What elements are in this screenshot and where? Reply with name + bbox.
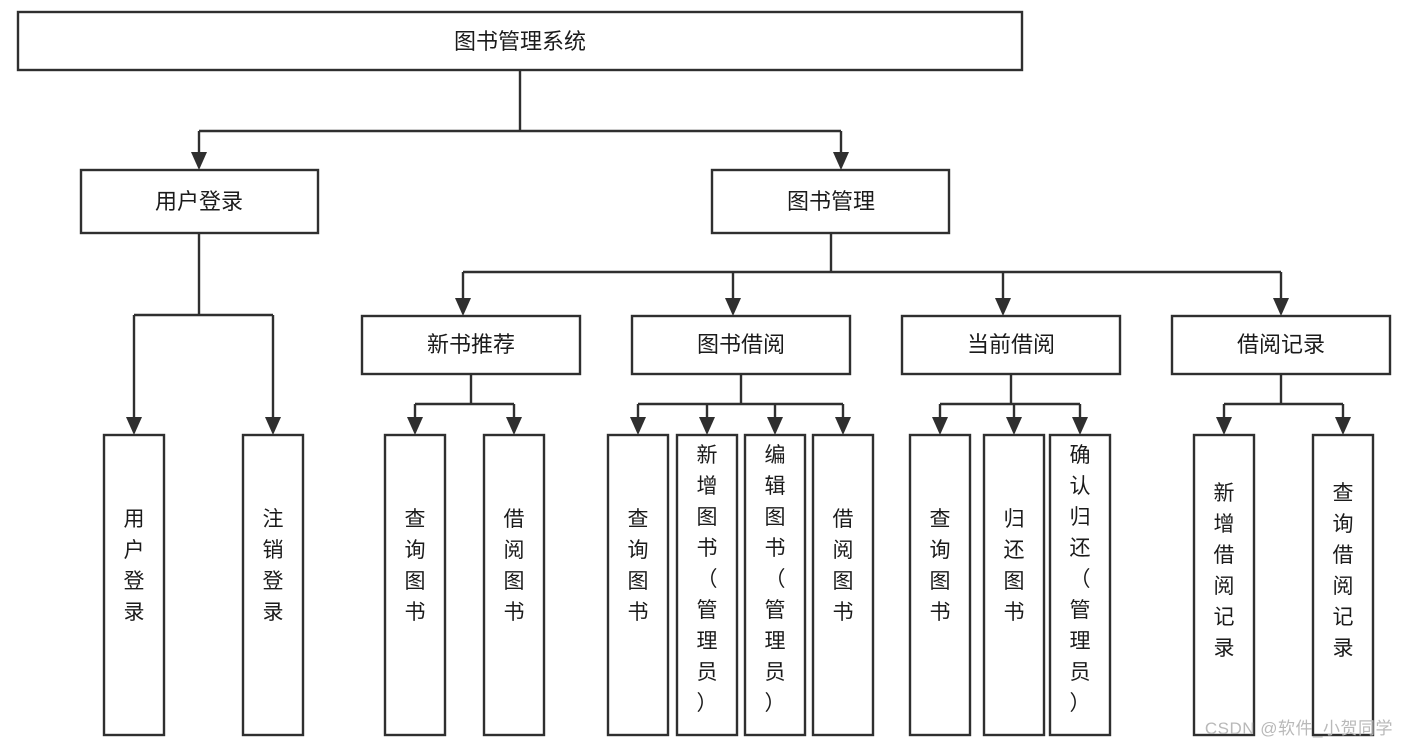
node-leaf-logout[interactable]: 注销登录	[241, 433, 305, 737]
node-leaf-user-login-label: 用户登录	[124, 508, 145, 624]
connector-group-borrow-records	[1216, 374, 1351, 435]
node-root-label: 图书管理系统	[454, 29, 586, 54]
node-current-borrow-label: 当前借阅	[967, 332, 1055, 357]
connector-group-book-borrow	[630, 374, 851, 435]
node-leaf-edit-book-admin[interactable]: 编辑图书（管理员）	[743, 433, 807, 737]
node-leaf-borrow-book-rec-label: 借阅图书	[504, 508, 525, 624]
connector-group-new-book-rec	[407, 374, 522, 435]
node-leaf-confirm-return-admin-label: 确认归还（管理员）	[1070, 444, 1091, 715]
node-book-management-label: 图书管理	[787, 189, 875, 214]
node-leaf-add-borrow-record-label: 新增借阅记录	[1214, 482, 1235, 660]
node-borrow-records[interactable]: 借阅记录	[1170, 314, 1392, 376]
node-book-borrow[interactable]: 图书借阅	[630, 314, 852, 376]
connector-group-current-borrow	[932, 374, 1088, 435]
node-book-borrow-label: 图书借阅	[697, 332, 785, 357]
node-leaf-query-book-rec-label: 查询图书	[405, 508, 426, 624]
node-leaf-query-book-current-label: 查询图书	[930, 508, 951, 624]
node-leaf-edit-book-admin-label: 编辑图书（管理员）	[765, 444, 786, 715]
node-root[interactable]: 图书管理系统	[16, 10, 1024, 72]
node-leaf-return-book-label: 归还图书	[1004, 508, 1025, 624]
node-leaf-borrow-book[interactable]: 借阅图书	[811, 433, 875, 737]
node-leaf-query-book-borrow[interactable]: 查询图书	[606, 433, 670, 737]
node-user-login[interactable]: 用户登录	[79, 168, 320, 235]
node-current-borrow[interactable]: 当前借阅	[900, 314, 1122, 376]
node-leaf-add-book-admin-label: 新增图书（管理员）	[697, 444, 718, 715]
node-leaf-logout-label: 注销登录	[263, 508, 284, 624]
node-leaf-query-borrow-record-label: 查询借阅记录	[1333, 482, 1354, 660]
node-new-book-recommend-label: 新书推荐	[427, 332, 515, 357]
node-leaf-user-login[interactable]: 用户登录	[102, 433, 166, 737]
node-user-login-label: 用户登录	[155, 189, 243, 214]
node-borrow-records-label: 借阅记录	[1237, 332, 1325, 357]
node-leaf-borrow-book-label: 借阅图书	[833, 508, 854, 624]
connector-group-user-login	[126, 233, 281, 435]
node-leaf-borrow-book-rec[interactable]: 借阅图书	[482, 433, 546, 737]
node-leaf-query-borrow-record[interactable]: 查询借阅记录	[1311, 433, 1375, 737]
node-leaf-return-book[interactable]: 归还图书	[982, 433, 1046, 737]
node-leaf-query-book-current[interactable]: 查询图书	[908, 433, 972, 737]
node-new-book-recommend[interactable]: 新书推荐	[360, 314, 582, 376]
connector-group-root	[191, 70, 849, 170]
node-leaf-add-book-admin[interactable]: 新增图书（管理员）	[675, 433, 739, 737]
node-leaf-add-borrow-record[interactable]: 新增借阅记录	[1192, 433, 1256, 737]
node-leaf-query-book-borrow-label: 查询图书	[628, 508, 649, 624]
connector-group-book-mgmt	[455, 233, 1289, 316]
node-leaf-query-book-rec[interactable]: 查询图书	[383, 433, 447, 737]
node-leaf-confirm-return-admin[interactable]: 确认归还（管理员）	[1048, 433, 1112, 737]
node-book-management[interactable]: 图书管理	[710, 168, 951, 235]
